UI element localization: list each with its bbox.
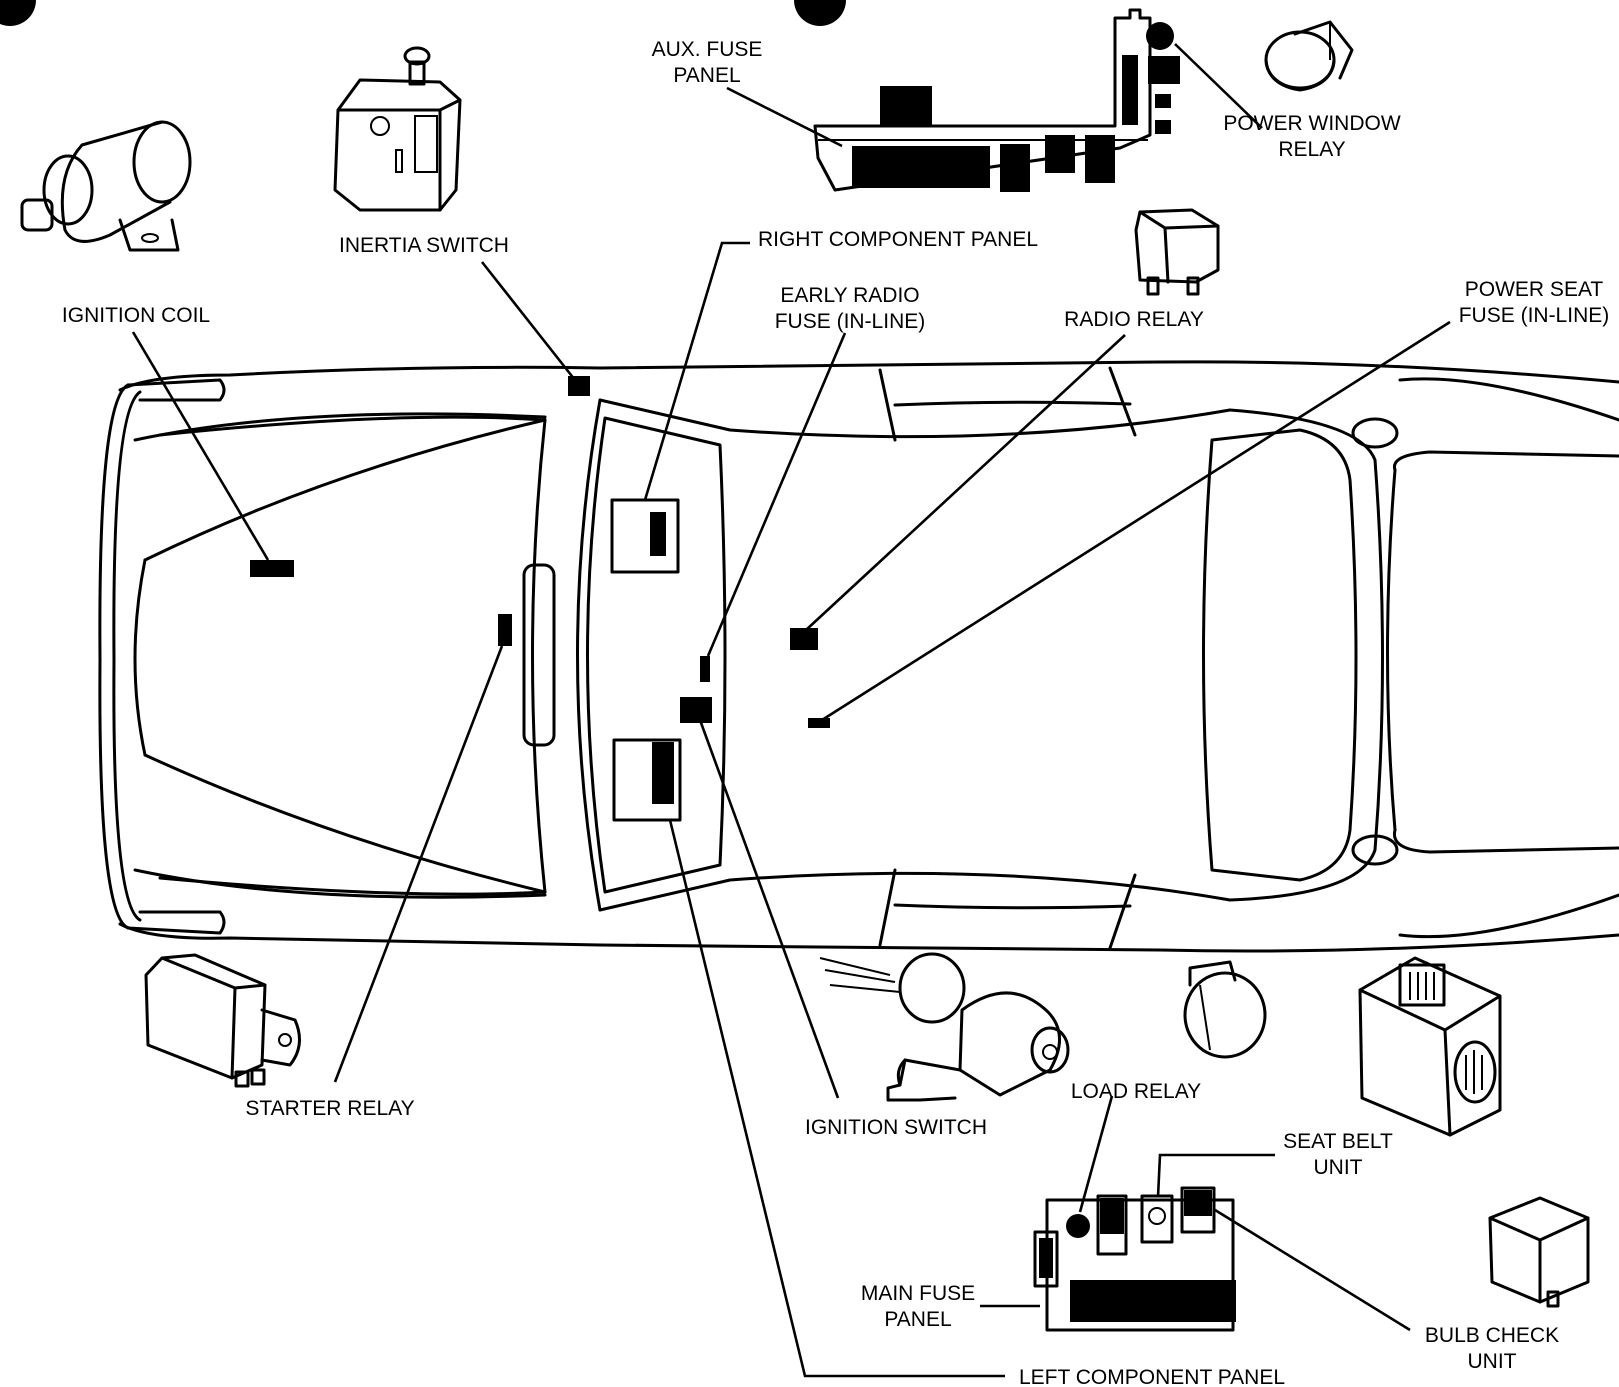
main-fuse-panel-label-1: MAIN FUSE xyxy=(861,1282,975,1305)
right-component-panel-box xyxy=(610,498,680,574)
power-seat-fuse-label-1: POWER SEAT xyxy=(1465,278,1604,301)
radio-relay-label: RADIO RELAY xyxy=(1064,308,1204,331)
power-window-relay-label-2: RELAY xyxy=(1278,138,1345,161)
power-window-relay-illustration xyxy=(1264,20,1354,92)
main-fuse-panel-drawing xyxy=(1033,1186,1236,1332)
aux-fuse-panel-label-1: AUX. FUSE xyxy=(652,38,763,61)
registration-dot-right xyxy=(794,0,846,26)
seat-belt-unit-illustration xyxy=(1358,956,1502,1137)
ignition-switch-label: IGNITION SWITCH xyxy=(805,1116,987,1139)
ignition-switch-illustration xyxy=(819,952,1070,1102)
power-seat-fuse-label-2: FUSE (IN-LINE) xyxy=(1459,304,1610,327)
starter-relay-marker xyxy=(498,614,512,646)
radio-relay-marker xyxy=(790,628,818,650)
left-component-panel-block xyxy=(652,742,674,804)
main-fuse-panel-label-2: PANEL xyxy=(884,1308,951,1331)
inertia-switch-illustration xyxy=(333,46,462,212)
ignition-switch-marker xyxy=(680,697,712,723)
aux-fuse-panel-label-2: PANEL xyxy=(673,64,740,87)
aux-fuse-panel-drawing xyxy=(813,8,1180,192)
bulb-check-unit-label-2: UNIT xyxy=(1468,1350,1517,1373)
ignition-coil-illustration xyxy=(20,120,192,252)
inertia-switch-label: INERTIA SWITCH xyxy=(339,234,509,257)
car-outline xyxy=(98,360,1619,953)
power-seat-fuse-marker xyxy=(808,718,830,728)
early-radio-fuse-marker xyxy=(700,656,710,682)
seat-belt-unit-label-2: UNIT xyxy=(1314,1156,1363,1179)
radio-relay-illustration xyxy=(1134,208,1220,296)
early-radio-fuse-label-1: EARLY RADIO xyxy=(780,284,919,307)
ignition-coil-label: IGNITION COIL xyxy=(62,304,210,327)
bulb-check-unit-illustration xyxy=(1488,1196,1590,1308)
left-component-panel-box xyxy=(612,738,682,822)
seat-belt-unit-label-1: SEAT BELT xyxy=(1283,1130,1393,1153)
right-component-panel-block xyxy=(650,512,666,556)
registration-dot-left xyxy=(0,0,36,26)
load-relay-illustration xyxy=(1183,960,1267,1059)
ignition-coil-marker xyxy=(250,560,294,577)
early-radio-fuse-label-2: FUSE (IN-LINE) xyxy=(775,310,926,333)
right-component-panel-label: RIGHT COMPONENT PANEL xyxy=(758,228,1038,251)
leader-lines xyxy=(131,43,1451,1378)
inertia-switch-marker xyxy=(568,376,590,396)
bulb-check-unit-label-1: BULB CHECK xyxy=(1425,1324,1559,1347)
power-window-relay-label-1: POWER WINDOW xyxy=(1223,112,1400,135)
left-component-panel-label: LEFT COMPONENT PANEL xyxy=(1019,1366,1285,1387)
starter-relay-illustration xyxy=(144,953,301,1088)
load-relay-label: LOAD RELAY xyxy=(1071,1080,1201,1103)
starter-relay-label: STARTER RELAY xyxy=(245,1097,414,1120)
